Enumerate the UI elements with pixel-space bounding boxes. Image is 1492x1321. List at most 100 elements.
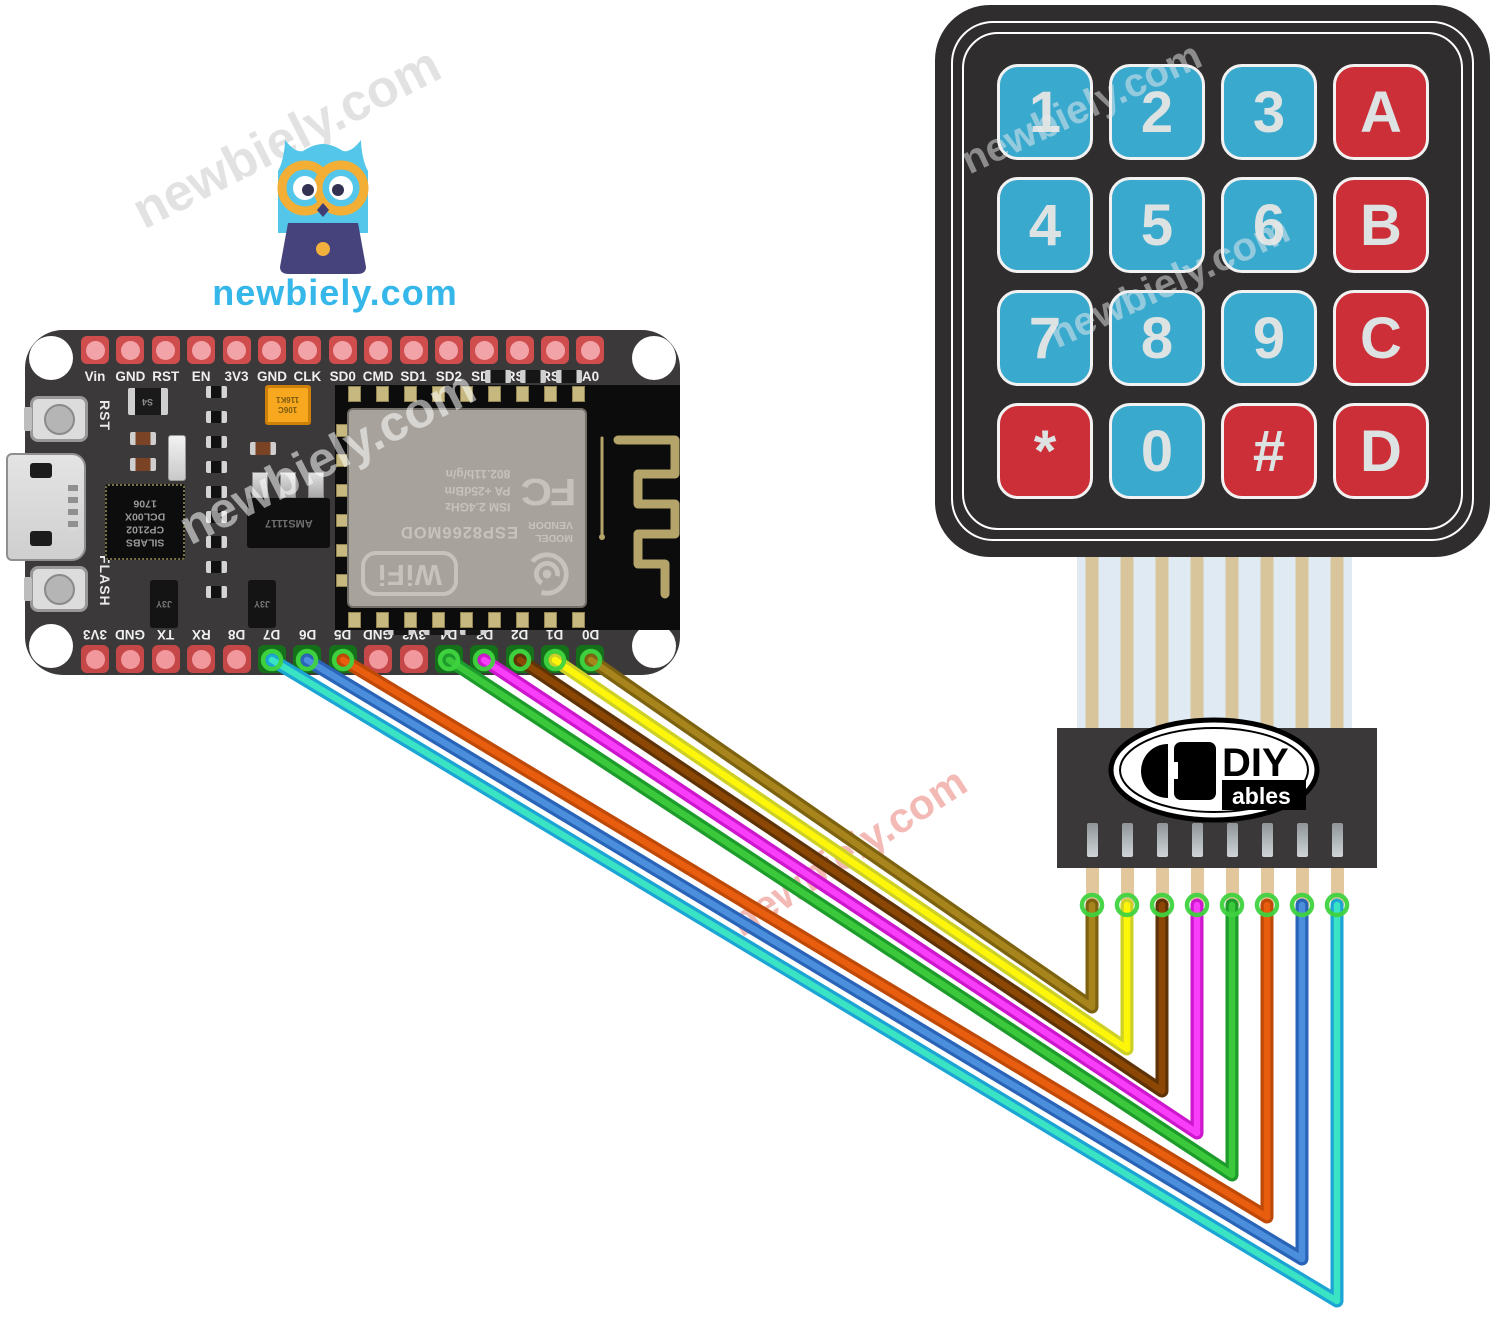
pin-label: CMD xyxy=(362,369,394,384)
smd-component xyxy=(250,442,276,455)
board-pin-bottom: D6 xyxy=(293,626,322,673)
board-pin-top: GND xyxy=(115,336,145,385)
pcb-antenna xyxy=(599,435,680,599)
board-pin-top: SD3 xyxy=(470,336,499,385)
micro-usb-port[interactable] xyxy=(6,453,86,561)
keypad-keys: 1 2 3 A 4 5 6 B 7 8 9 C xyxy=(997,64,1429,499)
keypad-key[interactable]: * xyxy=(997,403,1093,499)
pin-pad xyxy=(505,336,534,364)
espressif-swirl-icon xyxy=(525,552,569,596)
board-pin-bottom: D1 xyxy=(541,626,570,673)
flash-button[interactable] xyxy=(24,566,88,612)
keypad-key[interactable]: 5 xyxy=(1109,177,1205,273)
site-logo-text: newbiely.com xyxy=(212,272,458,313)
board-pin-top: EN xyxy=(187,336,216,385)
chip-text: 1706 xyxy=(133,496,157,509)
keypad-key[interactable]: # xyxy=(1221,403,1317,499)
keypad-key[interactable]: 1 xyxy=(997,64,1093,160)
board-pin-top: RST xyxy=(151,336,180,385)
pin-pad xyxy=(257,336,286,364)
pin-pad xyxy=(399,645,428,673)
tantalum-capacitor: 106C 116K1 xyxy=(265,385,311,425)
pin-pad xyxy=(151,645,180,673)
watermark: newbiely.com xyxy=(720,757,975,946)
pin-label: SD1 xyxy=(400,369,427,384)
connector-slots xyxy=(1086,823,1343,857)
pin-pad xyxy=(116,336,145,364)
pin-label: GND xyxy=(115,627,146,642)
pin-pad xyxy=(222,645,251,673)
board-pin-top: SD1 xyxy=(399,336,428,385)
smd-component xyxy=(556,370,582,383)
keypad-key[interactable]: D xyxy=(1333,403,1429,499)
pin-pad xyxy=(541,336,570,364)
board-pin-bottom: D0 xyxy=(576,626,605,673)
flash-button-label: FLASH xyxy=(97,555,113,607)
pin-pad xyxy=(470,336,499,364)
module-band: ISM 2.4GHz xyxy=(444,499,511,514)
smd-resistor: S4 xyxy=(128,388,168,415)
pin-pad xyxy=(470,645,499,673)
diy-text: DIY xyxy=(1222,741,1289,785)
wire-d2 xyxy=(513,653,1169,1098)
pin-label: CLK xyxy=(293,369,322,384)
keypad-key[interactable]: 4 xyxy=(997,177,1093,273)
capacitor-text: 106C xyxy=(278,405,298,415)
module-model-label: MODEL xyxy=(535,532,573,544)
pin-pad xyxy=(257,645,286,673)
smd-component xyxy=(485,370,511,383)
pin-label: Vin xyxy=(84,369,106,384)
wire-d0 xyxy=(584,653,1099,1014)
pin-pad xyxy=(576,645,605,673)
board-pin-bottom: 3V3 xyxy=(81,626,109,673)
pin-label: TX xyxy=(157,627,175,642)
pin-pad xyxy=(364,336,393,364)
board-pin-bottom: D2 xyxy=(505,626,534,673)
pin-pad xyxy=(576,336,605,364)
mounting-hole xyxy=(29,624,73,668)
chip-text: DCL00X xyxy=(124,510,166,522)
pin-pad xyxy=(505,645,534,673)
diyables-logo: DIY ables xyxy=(1108,717,1320,823)
pin-pad xyxy=(222,336,251,364)
keypad-key[interactable]: A xyxy=(1333,64,1429,160)
keypad-key[interactable]: 7 xyxy=(997,290,1093,386)
pin-pad xyxy=(434,645,463,673)
board-pin-bottom: D8 xyxy=(222,626,251,673)
pin-pad xyxy=(293,645,322,673)
transistor: J3Y xyxy=(248,580,276,628)
pin-label: RX xyxy=(191,627,211,642)
cp2102-usb-chip: SILABS CP2102 DCL00X 1706 xyxy=(105,484,185,560)
pin-pad xyxy=(116,645,145,673)
keypad-key[interactable]: B xyxy=(1333,177,1429,273)
keypad-key[interactable]: 6 xyxy=(1221,177,1317,273)
keypad-key[interactable]: 2 xyxy=(1109,64,1205,160)
pin-label: 3V3 xyxy=(224,369,249,384)
pin-pad xyxy=(328,645,357,673)
board-pin-bottom: RX xyxy=(187,626,216,673)
top-pin-header: Vin GND RST EN 3 xyxy=(81,336,605,385)
esp8266-module: WiFi MODEL VENDOR ESP8266MOD FC ISM 2.4G… xyxy=(335,385,680,630)
regulator-leg xyxy=(280,472,296,498)
module-part-number: ESP8266MOD xyxy=(399,522,519,541)
keypad-key[interactable]: 9 xyxy=(1221,290,1317,386)
pin-label: SD0 xyxy=(329,369,356,384)
board-pin-top: CMD xyxy=(362,336,394,385)
board-pin-bottom: GND xyxy=(115,626,146,673)
ams1117-regulator: AMS1117 xyxy=(247,498,330,548)
pin-label: SD2 xyxy=(435,369,463,384)
keypad-key[interactable]: 8 xyxy=(1109,290,1205,386)
reset-button[interactable] xyxy=(24,396,88,442)
board-pin-top: GND xyxy=(257,336,287,385)
reset-button-label: RST xyxy=(97,400,113,431)
regulator-leg xyxy=(252,472,268,498)
keypad-key[interactable]: C xyxy=(1333,290,1429,386)
connector-leads xyxy=(1085,866,1344,908)
pin-pad xyxy=(81,645,109,673)
keypad-key[interactable]: 3 xyxy=(1221,64,1317,160)
keypad-key[interactable]: 0 xyxy=(1109,403,1205,499)
bottom-pin-header: 3V3 GND TX RX D8 xyxy=(81,626,605,673)
module-pads xyxy=(348,386,585,402)
pin-label: D8 xyxy=(227,627,246,642)
mounting-hole xyxy=(632,624,676,668)
